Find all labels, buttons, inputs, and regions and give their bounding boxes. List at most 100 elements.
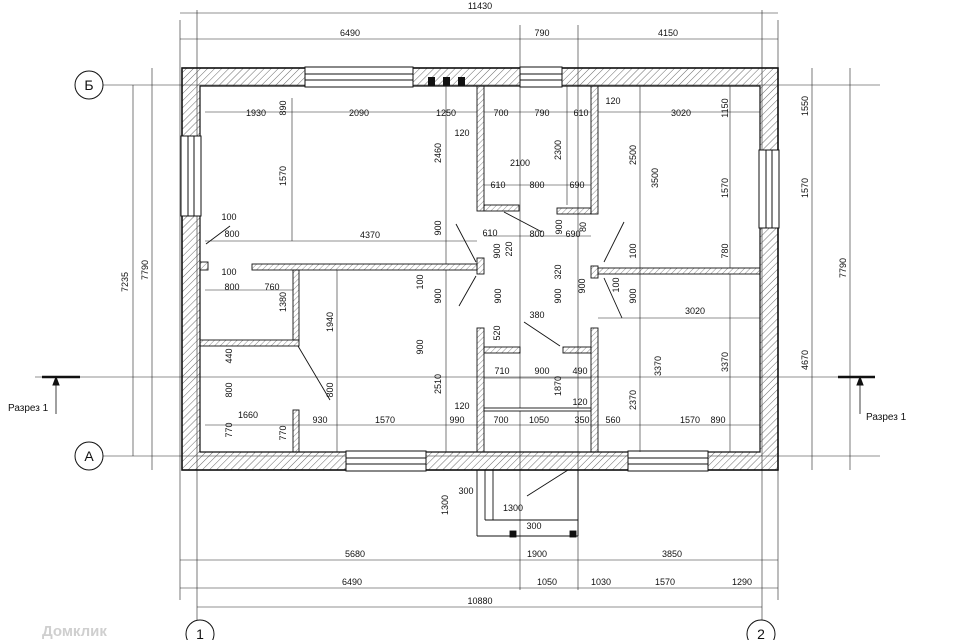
dim-room-36: 100	[611, 277, 621, 292]
dim-room-48: 900	[577, 278, 587, 293]
dim-top-3: 4150	[658, 28, 678, 38]
axis-markers	[74, 70, 776, 640]
dim-room-76: 1300	[503, 503, 523, 513]
dim-room-19: 800	[529, 180, 544, 190]
dim-room-65: 930	[312, 415, 327, 425]
dim-room-2: 2090	[349, 108, 369, 118]
axis-b-circle	[74, 70, 104, 100]
dim-room-0: 1930	[246, 108, 266, 118]
dim-room-74: 770	[278, 425, 288, 440]
dim-room-17: 1570	[720, 178, 730, 198]
dim-room-11: 1570	[278, 166, 288, 186]
dim-room-33: 780	[720, 243, 730, 258]
dim-room-6: 610	[573, 108, 588, 118]
dim-room-7: 120	[605, 96, 620, 106]
dim-room-53: 490	[572, 366, 587, 376]
dim-room-28: 690	[565, 229, 580, 239]
dim-room-34: 100	[221, 267, 236, 277]
dim-room-25: 610	[482, 228, 497, 238]
dim-room-8: 3020	[671, 108, 691, 118]
dim-room-14: 2100	[510, 158, 530, 168]
grid-lines	[35, 10, 880, 630]
dim-room-4: 700	[493, 108, 508, 118]
dim-room-20: 690	[569, 180, 584, 190]
dim-left-0: 7235	[120, 272, 130, 292]
dim-right-2: 4670	[800, 350, 810, 370]
dim-room-15: 2500	[628, 145, 638, 165]
dim-room-64: 770	[224, 422, 234, 437]
dim-room-63: 120	[572, 397, 587, 407]
dim-room-26: 900	[492, 243, 502, 258]
door-swings	[205, 211, 625, 497]
dim-room-60: 2510	[433, 374, 443, 394]
dim-room-5: 790	[534, 108, 549, 118]
interior-walls	[199, 85, 761, 453]
dimension-lines	[132, 12, 851, 608]
dim-room-47: 3020	[685, 306, 705, 316]
dim-bottom-0: 5680	[345, 549, 365, 559]
vent-ducts	[428, 77, 465, 86]
dim-room-71: 560	[605, 415, 620, 425]
dim-room-12: 2460	[433, 143, 443, 163]
dim-room-29: 900	[554, 219, 564, 234]
dim-top-0: 11430	[468, 1, 492, 11]
dim-bottom-8: 10880	[467, 596, 492, 606]
dim-room-78: 300	[526, 521, 541, 531]
dim-room-9: 1150	[720, 98, 730, 117]
axis-2-circle	[746, 619, 776, 640]
dim-right-1: 1570	[800, 178, 810, 198]
axis-b-label: Б	[84, 77, 93, 93]
dim-right-3: 7790	[838, 258, 848, 278]
dim-room-18: 610	[490, 180, 505, 190]
dim-room-31: 220	[504, 241, 514, 256]
dim-room-45: 900	[493, 288, 503, 303]
dim-top-1: 6490	[340, 28, 360, 38]
dim-left-1: 7790	[140, 260, 150, 280]
dim-room-1: 890	[278, 100, 288, 115]
dim-room-57: 800	[325, 382, 335, 397]
dim-room-52: 900	[534, 366, 549, 376]
dim-room-62: 120	[454, 401, 469, 411]
dim-room-3: 1250	[436, 108, 456, 118]
axis-1-circle	[185, 619, 215, 640]
dim-top-2: 790	[534, 28, 549, 38]
dim-room-67: 990	[449, 415, 464, 425]
dim-room-49: 520	[492, 325, 502, 340]
dim-room-16: 3500	[650, 168, 660, 188]
dim-room-72: 1570	[680, 415, 700, 425]
dim-room-40: 100	[415, 274, 425, 289]
dim-room-51: 710	[494, 366, 509, 376]
dim-room-10: 120	[454, 128, 469, 138]
axis-1-label: 1	[196, 626, 204, 640]
section-label-left: Разрез 1	[8, 403, 49, 414]
dim-room-24: 900	[433, 220, 443, 235]
dim-room-30: 80	[578, 222, 588, 232]
dim-bottom-4: 1050	[537, 577, 557, 587]
dim-room-73: 890	[710, 415, 725, 425]
entrance-porch	[476, 470, 579, 538]
dim-bottom-3: 6490	[342, 577, 362, 587]
dim-room-37: 900	[628, 288, 638, 303]
dim-room-70: 350	[574, 415, 589, 425]
dim-room-32: 100	[628, 243, 638, 258]
dim-room-69: 1050	[529, 415, 549, 425]
watermark-text: Домклик	[42, 623, 107, 640]
dim-room-55: 3370	[720, 352, 730, 372]
dim-bottom-7: 1290	[732, 577, 752, 587]
windows	[180, 66, 780, 472]
dim-room-44: 900	[433, 288, 443, 303]
dim-bottom-2: 3850	[662, 549, 682, 559]
axis-a-circle	[74, 441, 104, 471]
dim-room-77: 1300	[440, 495, 450, 515]
dim-room-13: 2300	[553, 140, 563, 160]
dim-room-35: 800	[224, 282, 239, 292]
section-label-right: Разрез 1	[866, 412, 907, 423]
dim-room-39: 900	[553, 288, 563, 303]
dim-room-61: 1660	[238, 410, 258, 420]
axis-a-label: А	[84, 448, 94, 464]
section-cut-markers	[42, 375, 875, 414]
dim-room-41: 1380	[278, 292, 288, 312]
dim-room-68: 700	[493, 415, 508, 425]
